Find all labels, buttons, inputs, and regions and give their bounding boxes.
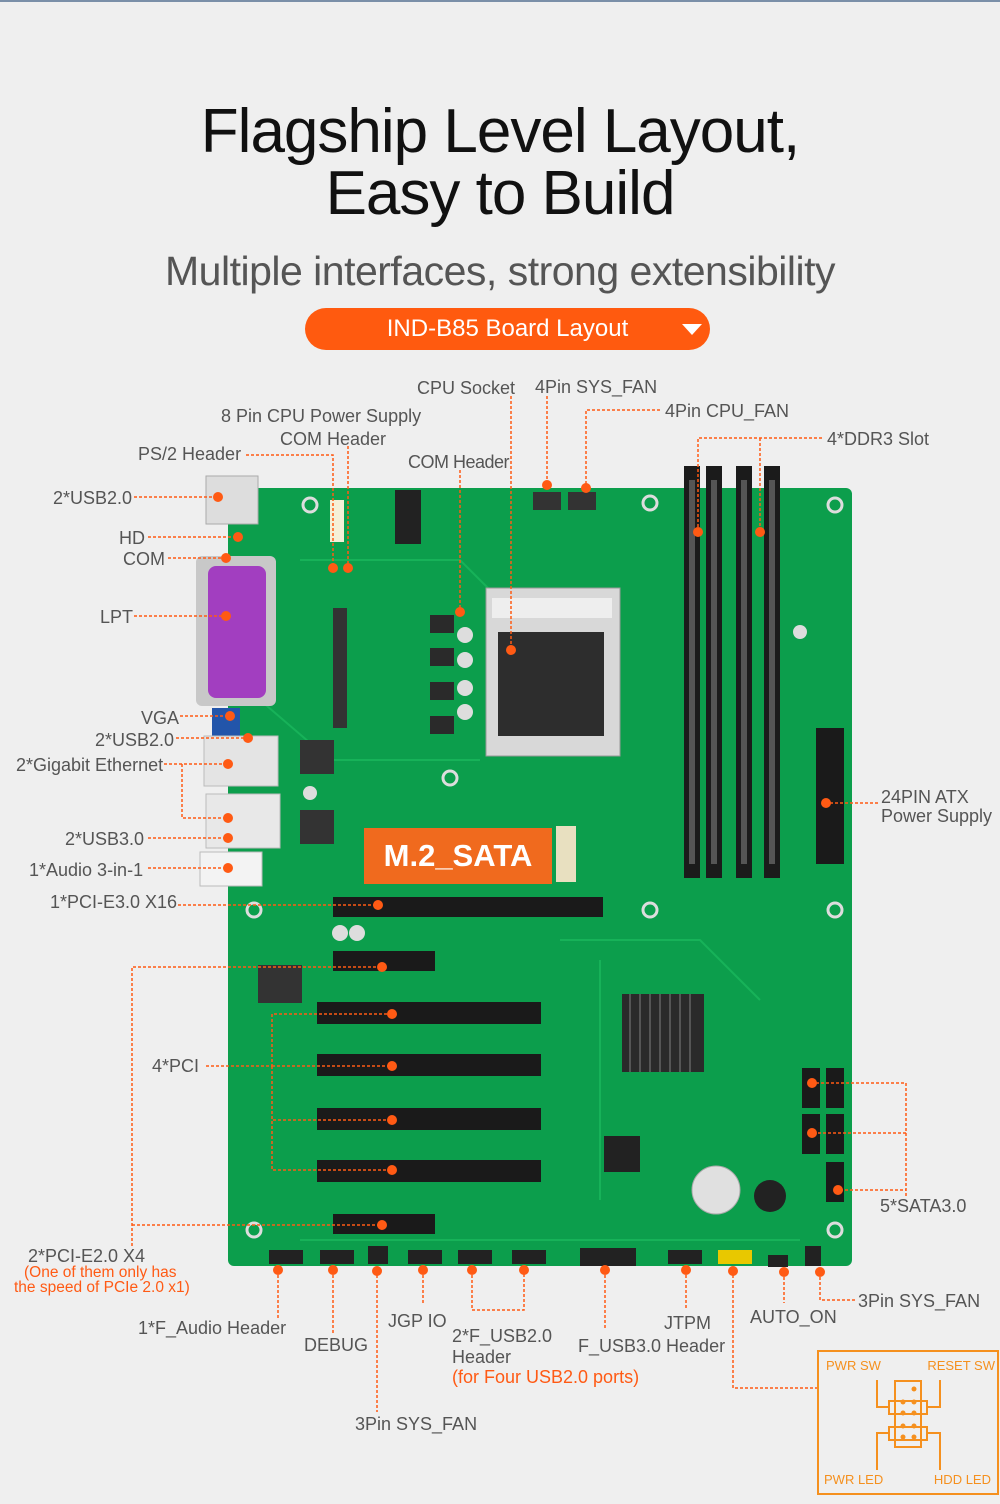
leader-lines <box>131 396 907 1412</box>
label-sata: 5*SATA3.0 <box>880 1196 967 1216</box>
label-hdd-led: HDD LED <box>933 1472 991 1487</box>
label-ps2: PS/2 Header <box>138 444 242 464</box>
label-pcie2: 2*PCI-E2.0 X4 <box>28 1246 146 1266</box>
label-cpu-socket: CPU Socket <box>417 378 516 398</box>
label-com-header-2: COM Header <box>408 452 510 472</box>
pcie-x16-slot <box>333 897 603 917</box>
label-pcie3: 1*PCI-E3.0 X16 <box>50 892 178 912</box>
label-usb30: 2*USB3.0 <box>65 829 145 849</box>
label-4pin-sys-fan: 4Pin SYS_FAN <box>535 377 658 397</box>
label-auto-on: AUTO_ON <box>750 1307 837 1327</box>
chevron-down-icon <box>682 324 702 335</box>
label-com: COM <box>123 549 165 569</box>
label-audio: 1*Audio 3-in-1 <box>29 860 144 880</box>
label-pwr-sw: PWR SW <box>826 1358 881 1373</box>
label-usb20-mid: 2*USB2.0 <box>95 730 175 750</box>
label-3pin-sys-fan-bottom: 3Pin SYS_FAN <box>355 1414 478 1434</box>
label-jtpm: JTPM <box>664 1313 711 1333</box>
label-3pin-sys-fan-right: 3Pin SYS_FAN <box>858 1291 981 1311</box>
f-usb2-note: (for Four USB2.0 ports) <box>452 1367 640 1387</box>
marker-dots <box>213 480 843 1277</box>
pcie2-note-2: the speed of PCIe 2.0 x1) <box>14 1279 190 1296</box>
label-f-usb2-1: 2*F_USB2.0 <box>452 1326 553 1346</box>
top-divider <box>0 0 1000 2</box>
label-reset-sw: RESET SW <box>927 1358 995 1373</box>
label-f-usb2-2: Header <box>452 1347 512 1367</box>
label-jgp-io: JGP IO <box>388 1311 447 1331</box>
atx-connector <box>816 728 844 864</box>
chipset-heatsink <box>622 994 704 1072</box>
front-panel-box: PWR SW RESET SW PWR LED HDD LED <box>817 1350 999 1495</box>
label-f-usb3: F_USB3.0 Header <box>578 1336 726 1356</box>
front-panel-pin-icon <box>876 1380 941 1470</box>
label-hd: HD <box>119 528 145 548</box>
label-cpu-power: 8 Pin CPU Power Supply <box>221 406 422 426</box>
label-atx-2: Power Supply <box>881 806 993 826</box>
label-ddr3: 4*DDR3 Slot <box>827 429 930 449</box>
page-title-line1: Flagship Level Layout, <box>200 97 800 166</box>
page-subtitle: Multiple interfaces, strong extensibilit… <box>165 248 835 294</box>
pcie2-note-1: (One of them only has <box>24 1264 177 1281</box>
label-pwr-led: PWR LED <box>824 1472 884 1487</box>
label-f-audio: 1*F_Audio Header <box>138 1318 287 1338</box>
label-atx-1: 24PIN ATX <box>881 787 969 807</box>
label-lpt: LPT <box>100 607 134 627</box>
label-debug: DEBUG <box>304 1335 369 1355</box>
label-vga: VGA <box>141 708 180 728</box>
board-layout-dropdown[interactable]: IND-B85 Board Layout <box>305 308 710 350</box>
label-cpu-fan: 4Pin CPU_FAN <box>665 401 790 421</box>
label-usb20-top: 2*USB2.0 <box>53 488 133 508</box>
label-com-header-1: COM Header <box>280 429 387 449</box>
page-title-line2: Easy to Build <box>325 159 676 228</box>
m2-sata-badge: M.2_SATA <box>364 828 552 884</box>
dropdown-label: IND-B85 Board Layout <box>386 315 629 342</box>
label-ethernet: 2*Gigabit Ethernet <box>16 755 164 775</box>
label-pci: 4*PCI <box>152 1056 200 1076</box>
